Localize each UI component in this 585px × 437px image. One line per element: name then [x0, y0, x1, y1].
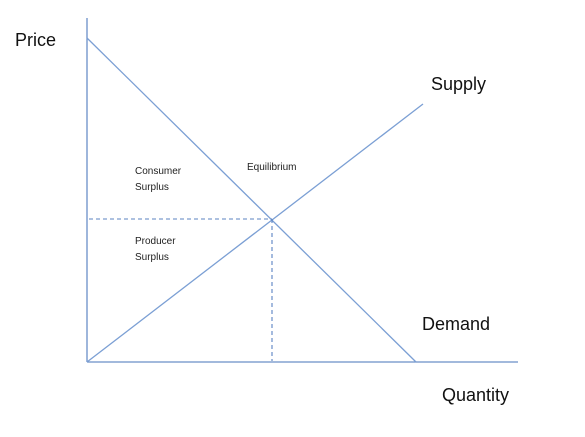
producer-surplus-label-line2: Surplus	[135, 252, 169, 263]
quantity-axis-label: Quantity	[442, 385, 509, 405]
consumer-surplus-label-line1: Consumer	[135, 166, 182, 177]
consumer-surplus-label: Consumer Surplus	[135, 166, 184, 193]
equilibrium-label: Equilibrium	[247, 162, 296, 173]
producer-surplus-label-line1: Producer	[135, 236, 176, 247]
consumer-surplus-label-line2: Surplus	[135, 182, 169, 193]
demand-label: Demand	[422, 314, 490, 334]
producer-surplus-label: Producer Surplus	[135, 236, 178, 263]
supply-label: Supply	[431, 74, 486, 94]
price-axis-label: Price	[15, 30, 56, 50]
supply-curve	[86, 103, 424, 363]
demand-curve	[86, 37, 417, 363]
